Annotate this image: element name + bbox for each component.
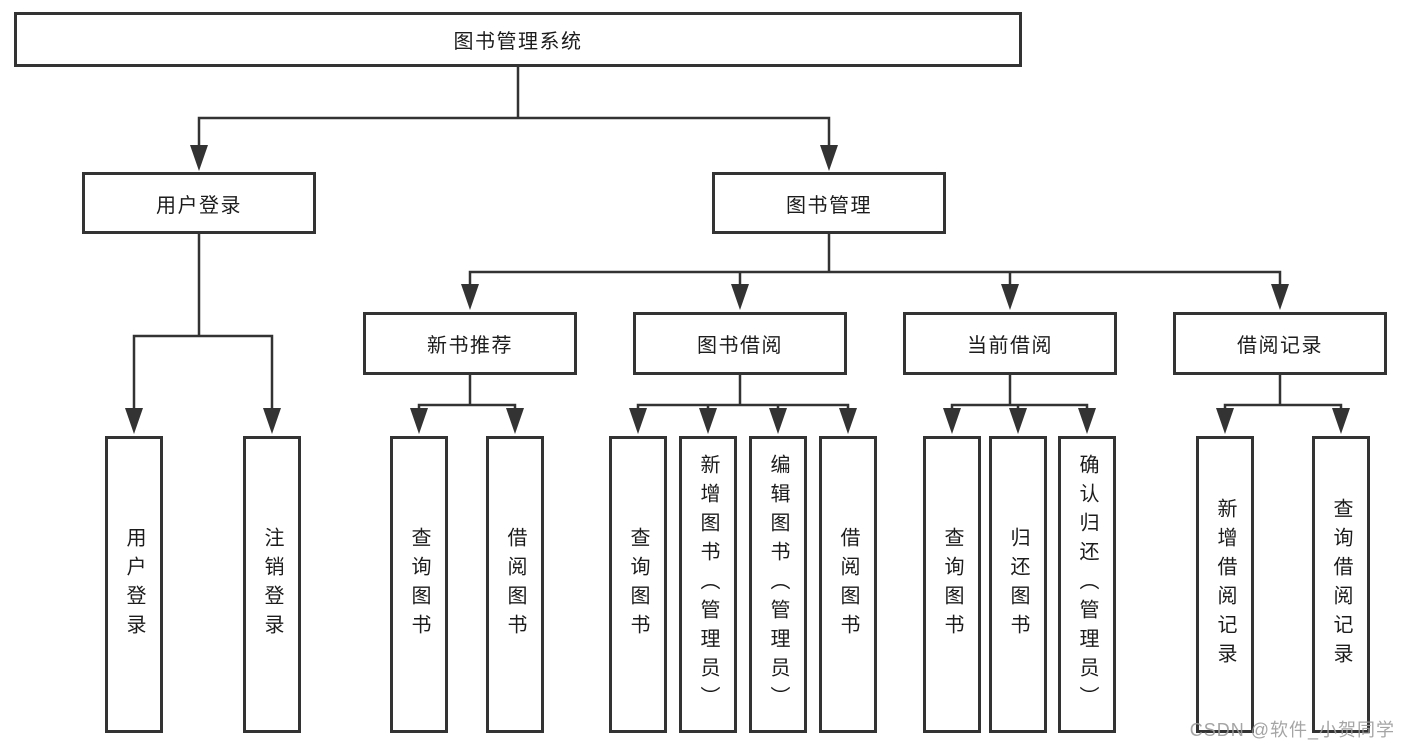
leaf-user-login: 用户登录 xyxy=(105,436,163,733)
arrow-down-icon xyxy=(125,408,143,434)
leaf-borrow-books: 借阅图书 xyxy=(819,436,877,733)
arrow-down-icon xyxy=(629,408,647,434)
arrow-down-icon xyxy=(839,408,857,434)
arrow-down-icon xyxy=(943,408,961,434)
leaf-logout: 注销登录 xyxy=(243,436,301,733)
leaf-borrow-books-recommend: 借阅图书 xyxy=(486,436,544,733)
arrow-down-icon xyxy=(1216,408,1234,434)
arrow-down-icon xyxy=(1001,284,1019,310)
leaf-add-book-admin: 新增图书（管理员） xyxy=(679,436,737,733)
node-borrow-records: 借阅记录 xyxy=(1173,312,1387,375)
arrow-down-icon xyxy=(820,145,838,171)
arrow-down-icon xyxy=(1332,408,1350,434)
leaf-query-books-current: 查询图书 xyxy=(923,436,981,733)
arrow-down-icon xyxy=(1271,284,1289,310)
node-book-management: 图书管理 xyxy=(712,172,946,234)
node-library-management-system: 图书管理系统 xyxy=(14,12,1022,67)
node-current-borrow: 当前借阅 xyxy=(903,312,1117,375)
leaf-edit-book-admin: 编辑图书（管理员） xyxy=(749,436,807,733)
leaf-confirm-return-admin: 确认归还（管理员） xyxy=(1058,436,1116,733)
arrow-down-icon xyxy=(190,145,208,171)
leaf-add-borrow-record: 新增借阅记录 xyxy=(1196,436,1254,733)
arrow-down-icon xyxy=(506,408,524,434)
node-book-borrow: 图书借阅 xyxy=(633,312,847,375)
leaf-query-borrow-record: 查询借阅记录 xyxy=(1312,436,1370,733)
leaf-query-books-recommend: 查询图书 xyxy=(390,436,448,733)
node-new-book-recommend: 新书推荐 xyxy=(363,312,577,375)
csdn-watermark: CSDN @软件_小贺同学 xyxy=(1189,720,1395,740)
arrow-down-icon xyxy=(769,408,787,434)
arrow-down-icon xyxy=(410,408,428,434)
leaf-return-books: 归还图书 xyxy=(989,436,1047,733)
leaf-query-books-borrow: 查询图书 xyxy=(609,436,667,733)
arrow-down-icon xyxy=(699,408,717,434)
arrow-down-icon xyxy=(731,284,749,310)
arrow-down-icon xyxy=(263,408,281,434)
arrow-down-icon xyxy=(1078,408,1096,434)
arrow-down-icon xyxy=(461,284,479,310)
node-user-login: 用户登录 xyxy=(82,172,316,234)
arrow-down-icon xyxy=(1009,408,1027,434)
